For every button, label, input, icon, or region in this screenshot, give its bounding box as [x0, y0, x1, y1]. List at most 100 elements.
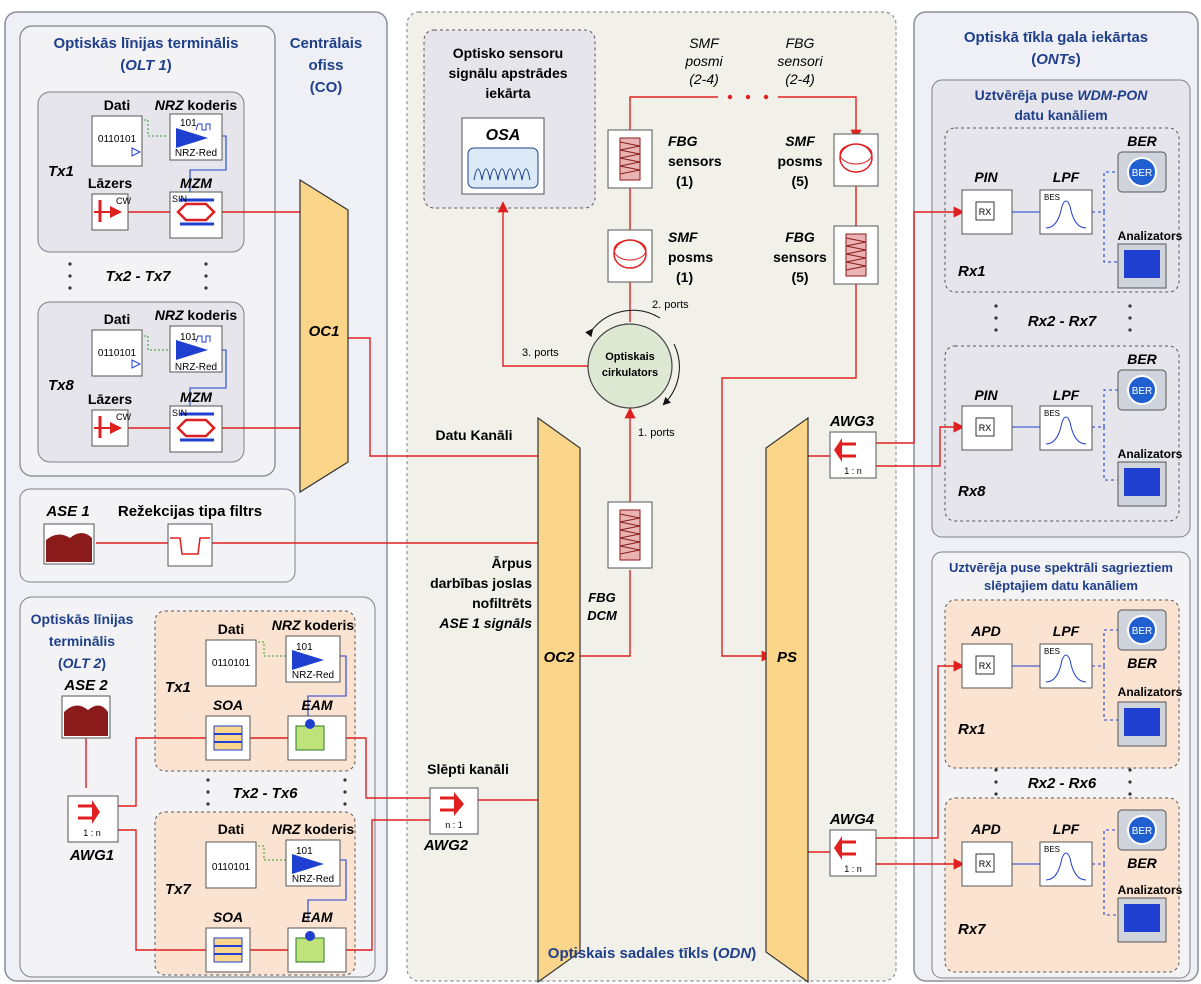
data-label: Dati — [104, 311, 130, 327]
ase1-label: ASE 1 — [45, 503, 89, 520]
fiber-circ-osa — [497, 201, 590, 367]
awg4-ratio: 1 : n — [844, 864, 862, 874]
oc1-label: OC1 — [309, 323, 340, 340]
awg3-label: AWG3 — [829, 413, 875, 430]
pin-detector-icon — [961, 405, 1013, 451]
smf-segments-b: posmi — [684, 53, 723, 69]
rx-mid-label: Rx2 - Rx7 — [1028, 313, 1097, 330]
ase-filtered-4: ASE 1 signāls — [438, 615, 532, 631]
hidden-channels-label: Slēpti kanāli — [427, 761, 509, 777]
nrz-red-label: NRZ-Red — [292, 874, 334, 885]
pin-label: PIN — [974, 387, 998, 403]
bits-label: 0110101 — [212, 862, 251, 873]
nrz-coder-icon — [285, 839, 341, 887]
wdm-title-b: datu kanāliem — [1014, 107, 1107, 123]
bits-label: 0110101 — [212, 658, 251, 669]
fbg1-c: (1) — [676, 173, 693, 189]
laser-icon — [91, 409, 129, 447]
analyzer-label: Analizators — [1118, 685, 1183, 699]
analyzer-icon — [1117, 243, 1167, 289]
elec-data-olt2-7 — [254, 845, 286, 861]
fbg5-a: FBG — [785, 229, 815, 245]
mzm-icon — [169, 405, 223, 453]
co-title-3: (CO) — [310, 79, 343, 96]
soa-icon — [205, 927, 251, 973]
bes-label: BES — [1044, 193, 1060, 202]
awg1-ratio: 1 : n — [83, 828, 101, 838]
circulator-b: cirkulators — [602, 367, 658, 379]
rx7-label: Rx7 — [958, 921, 986, 938]
fiber-fbg1-top — [629, 96, 718, 130]
elec-data8-nrz8 — [140, 335, 168, 351]
ber-icon-text: BER — [1132, 168, 1153, 179]
elec-data1-nrz1 — [140, 119, 168, 137]
apd-detector-icon — [961, 841, 1013, 887]
data-source-icon — [205, 639, 257, 687]
mzm-label: MZM — [180, 175, 212, 191]
rx1-label: Rx1 — [958, 721, 986, 738]
fbg1-a: FBG — [668, 133, 698, 149]
elec-lpf8-ber — [1092, 389, 1118, 428]
analyzer-icon — [1117, 701, 1167, 747]
nrz-label: NRZ koderis — [272, 617, 355, 633]
ber-icon-text: BER — [1132, 386, 1153, 397]
fiber-fbg5-ps — [721, 284, 857, 662]
co-title-1: Centrālais — [290, 35, 363, 52]
fbg-sensors-b: sensori — [777, 53, 823, 69]
elec-lpf-apd7-analyzer — [1103, 864, 1118, 916]
bes-label: BES — [1044, 845, 1060, 854]
mzm-icon — [169, 191, 223, 239]
fbg-sensors-a: FBG — [786, 35, 815, 51]
port1-label: 1. ports — [638, 427, 675, 439]
circulator-icon — [585, 309, 680, 409]
ber-icon-text: BER — [1132, 826, 1153, 837]
circulator-a: Optiskais — [605, 351, 655, 363]
olt1-subtitle: (OLT 1) — [120, 57, 171, 74]
fiber-awg1-soa7 — [116, 829, 206, 951]
analyzer-label: Analizators — [1118, 447, 1183, 461]
eam-icon — [287, 927, 347, 973]
smf5-a: SMF — [785, 133, 815, 149]
spec-title-b: slēptajiem datu kanāliem — [984, 578, 1138, 593]
oc2-coupler — [537, 416, 581, 984]
smf1-c: (1) — [676, 269, 693, 285]
co-title-2: ofiss — [308, 57, 343, 74]
nrz-label: NRZ koderis — [272, 821, 355, 837]
eam-icon — [287, 715, 347, 761]
fiber-top-smf5 — [778, 96, 862, 141]
smf-spool-icon — [607, 229, 653, 283]
data-source-icon — [91, 329, 143, 377]
awg1-icon — [67, 795, 119, 843]
fbg-sensors-c: (2-4) — [785, 71, 815, 87]
data-label: Dati — [218, 821, 244, 837]
rx-label: RX — [979, 207, 992, 217]
rx-mid2-label: Rx2 - Rx6 — [1028, 775, 1097, 792]
ase-source-icon — [43, 523, 95, 565]
fbg-sensor-icon — [833, 225, 879, 285]
ps-label: PS — [777, 649, 797, 666]
data-channels-label: Datu Kanāli — [435, 427, 512, 443]
nrz-label: NRZ koderis — [155, 97, 238, 113]
sin-label: SIN — [172, 194, 187, 204]
olt2-title-3: (OLT 2) — [58, 655, 106, 671]
olt2-tx1-label: Tx1 — [165, 679, 191, 696]
smf1-a: SMF — [668, 229, 698, 245]
olt2-title-2: terminālis — [49, 633, 115, 649]
awg1-label: AWG1 — [69, 847, 114, 864]
bits-101-label: 101 — [180, 332, 197, 343]
awg2-ratio: n : 1 — [445, 820, 463, 830]
nrz-red-label: NRZ-Red — [292, 670, 334, 681]
ber-icon — [1117, 151, 1167, 193]
data-source-icon — [205, 841, 257, 889]
ellipsis-dots — [68, 262, 1132, 806]
lpf-label: LPF — [1053, 387, 1080, 403]
analyzer-label: Analizators — [1118, 883, 1183, 897]
lpf-label: LPF — [1053, 169, 1080, 185]
nrz-label: NRZ koderis — [155, 307, 238, 323]
soa-label: SOA — [213, 909, 243, 925]
bes-label: BES — [1044, 409, 1060, 418]
elec-lpf-apd7-ber — [1092, 829, 1118, 865]
olt1-title: Optiskās līnijas terminālis — [53, 35, 238, 52]
smf-spool-icon — [833, 133, 879, 187]
